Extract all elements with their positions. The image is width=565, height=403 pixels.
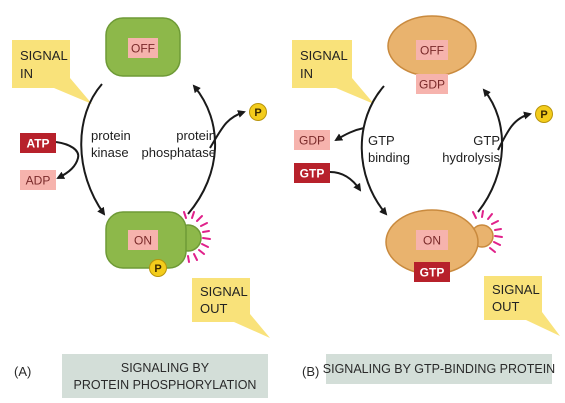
- signal-in-arrow-b: SIGNAL IN: [292, 40, 374, 104]
- phosphate-release-arrow-a: [209, 110, 246, 149]
- signal-in-a-line2: IN: [20, 66, 33, 81]
- off-label-a: OFF: [131, 42, 155, 56]
- caption-a: SIGNALING BY PROTEIN PHOSPHORYLATION: [62, 354, 268, 398]
- panel-a-letter: (A): [14, 364, 31, 379]
- signal-in-b-line1: SIGNAL: [300, 48, 348, 63]
- gdp-bound-label: GDP: [419, 78, 445, 92]
- adp-box: ADP: [20, 170, 56, 190]
- released-phosphate-a-label: P: [254, 107, 261, 119]
- caption-a-line1: SIGNALING BY: [121, 361, 210, 375]
- activity-rays-a: [183, 211, 211, 263]
- off-protein-a: OFF: [105, 17, 181, 77]
- signal-out-arrow-b: SIGNAL OUT: [484, 276, 560, 336]
- gdp-release-arrow: [334, 127, 365, 142]
- gtp-box: GTP: [294, 163, 330, 183]
- phosphatase-label-line1: protein: [176, 128, 216, 143]
- gtp-entry-arrow: [329, 171, 362, 192]
- gdp-box: GDP: [294, 130, 330, 150]
- atp-adp-arrow: [55, 141, 80, 179]
- panel-b: SIGNAL IN OFF GDP GDP GTP GTP binding GT…: [292, 15, 560, 384]
- caption-b: SIGNALING BY GTP-BINDING PROTEIN: [323, 354, 555, 384]
- atp-label: ATP: [26, 137, 49, 151]
- signal-in-arrow-a: SIGNAL IN: [12, 40, 92, 104]
- off-protein-b: OFF GDP: [387, 15, 477, 94]
- signal-out-arrow-a: SIGNAL OUT: [192, 278, 270, 338]
- gtp-binding-label-line1: GTP: [368, 133, 395, 148]
- signal-out-a-line2: OUT: [200, 301, 228, 316]
- atp-box: ATP: [20, 133, 56, 153]
- off-label-b: OFF: [420, 44, 444, 58]
- on-label-b: ON: [423, 234, 441, 248]
- signal-in-a-line1: SIGNAL: [20, 48, 68, 63]
- gdp-label: GDP: [299, 134, 325, 148]
- gtp-hydrolysis-label-line1: GTP: [473, 133, 500, 148]
- on-protein-b: ON GTP: [385, 209, 503, 282]
- activity-rays-b: [472, 210, 503, 253]
- adp-label: ADP: [26, 174, 51, 188]
- panel-a: SIGNAL IN OFF ATP ADP protein kinase pro…: [12, 17, 270, 398]
- phosphatase-arrow: [187, 84, 217, 215]
- panel-b-letter: (B): [302, 364, 319, 379]
- on-label-a: ON: [134, 234, 152, 248]
- signal-in-b-line2: IN: [300, 66, 313, 81]
- gtp-binding-arrow: [360, 85, 388, 216]
- gtp-hydrolysis-arrow: [477, 88, 503, 213]
- signal-out-b-line2: OUT: [492, 299, 520, 314]
- kinase-arrow: [80, 83, 106, 216]
- caption-b-text: SIGNALING BY GTP-BINDING PROTEIN: [323, 362, 555, 376]
- signal-out-b-line1: SIGNAL: [492, 282, 540, 297]
- kinase-label-line2: kinase: [91, 145, 129, 160]
- gtp-binding-label-line2: binding: [368, 150, 410, 165]
- gtp-label: GTP: [300, 167, 325, 181]
- released-phosphate-a: P: [249, 103, 267, 121]
- phosphate-release-arrow-b: [497, 111, 532, 151]
- caption-a-line2: PROTEIN PHOSPHORYLATION: [74, 378, 257, 392]
- gtp-hydrolysis-label-line2: hydrolysis: [442, 150, 500, 165]
- phosphatase-label-line2: phosphatase: [142, 145, 216, 160]
- released-phosphate-b: P: [535, 105, 553, 123]
- released-phosphate-b-label: P: [540, 109, 547, 121]
- gtp-bound-label: GTP: [420, 266, 445, 280]
- signal-out-a-line1: SIGNAL: [200, 284, 248, 299]
- bound-phosphate-label: P: [154, 263, 161, 275]
- kinase-label-line1: protein: [91, 128, 131, 143]
- on-protein-a: ON P: [105, 211, 211, 277]
